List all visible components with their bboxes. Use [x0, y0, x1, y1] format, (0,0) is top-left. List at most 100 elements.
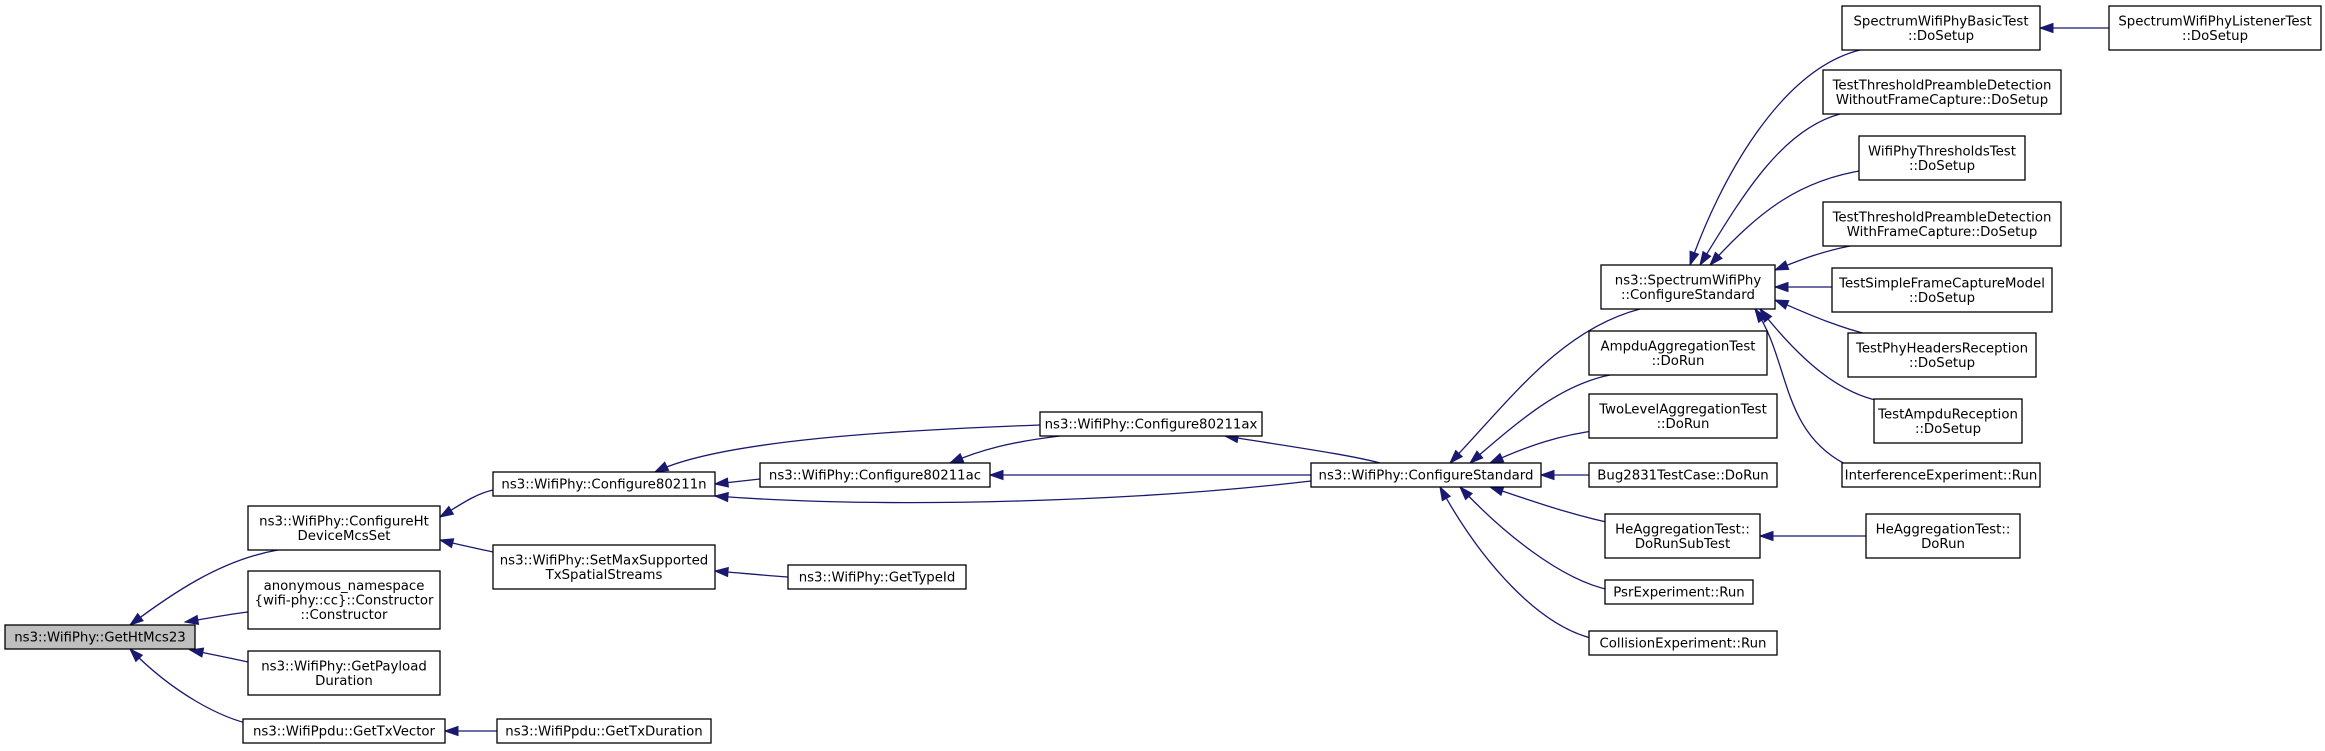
- edge-line: [1709, 169, 1866, 266]
- node-label: ::DoRun: [1657, 417, 1710, 432]
- call-graph-nodes: ns3::WifiPhy::GetHtMcs23 ns3::WifiPhy::Co…: [4, 5, 2322, 744]
- graph-node-typeid[interactable]: ns3::WifiPhy::GetTypeId: [787, 564, 967, 590]
- node-label: ns3::WifiPhy::SetMaxSupported: [500, 553, 709, 568]
- graph-node-psr[interactable]: PsrExperiment::Run: [1604, 579, 1754, 605]
- node-box: [1604, 513, 1761, 559]
- node-box: [2108, 5, 2322, 51]
- arrowhead-icon: [183, 614, 200, 626]
- node-label: DeviceMcsSet: [297, 529, 390, 544]
- node-box: [247, 570, 441, 630]
- graph-node-tphr[interactable]: TestPhyHeadersReception::DoSetup: [1847, 332, 2037, 378]
- arrowhead-icon: [438, 505, 455, 518]
- node-box: [1858, 135, 2026, 181]
- edge-line: [1754, 308, 1846, 465]
- arrowhead-icon: [1689, 250, 1700, 267]
- graph-node-ampdu[interactable]: AmpduAggregationTest::DoRun: [1588, 330, 1768, 376]
- call-edge-cstd-heagg: [1488, 486, 1621, 526]
- graph-node-root[interactable]: ns3::WifiPhy::GetHtMcs23: [4, 624, 196, 650]
- arrowhead-icon: [443, 725, 459, 737]
- call-edge-scstd-tsfc: [1773, 281, 1832, 293]
- graph-node-scstd[interactable]: ns3::SpectrumWifiPhy::ConfigureStandard: [1600, 264, 1776, 310]
- node-label: DoRunSubTest: [1635, 537, 1730, 552]
- arrowhead-icon: [713, 491, 729, 503]
- node-box: [1847, 332, 2037, 378]
- arrowhead-icon: [653, 461, 670, 473]
- node-label: WifiPhyThresholdsTest: [1868, 144, 2016, 159]
- call-edge-scstd-wthr: [1708, 169, 1866, 267]
- graph-node-ttpwo[interactable]: TestThresholdPreambleDetectionWithoutFra…: [1822, 69, 2062, 115]
- graph-node-txdur[interactable]: ns3::WifiPpdu::GetTxDuration: [496, 718, 712, 744]
- node-label: Bug2831TestCase::DoRun: [1597, 469, 1768, 484]
- graph-node-c11ax[interactable]: ns3::WifiPhy::Configure80211ax: [1039, 411, 1263, 437]
- node-box: [1841, 5, 2041, 51]
- arrowhead-icon: [1773, 299, 1790, 310]
- graph-node-c11ac[interactable]: ns3::WifiPhy::Configure80211ac: [759, 462, 991, 488]
- graph-node-c11n[interactable]: ns3::WifiPhy::Configure80211n: [492, 471, 716, 497]
- graph-node-tsfc[interactable]: TestSimpleFrameCaptureModel::DoSetup: [1831, 267, 2053, 313]
- graph-node-swbasic[interactable]: SpectrumWifiPhyBasicTest::DoSetup: [1841, 5, 2041, 51]
- node-box: [1841, 462, 2041, 488]
- node-box: [1310, 462, 1542, 488]
- graph-node-heagg[interactable]: HeAggregationTest::DoRunSubTest: [1604, 513, 1761, 559]
- graph-node-herun[interactable]: HeAggregationTest::DoRun: [1865, 513, 2021, 559]
- node-box: [1865, 513, 2021, 559]
- arrowhead-icon: [128, 647, 144, 663]
- node-label: TestSimpleFrameCaptureModel: [1838, 276, 2045, 291]
- node-label: ns3::WifiPpdu::GetTxVector: [253, 725, 436, 740]
- arrowhead-icon: [948, 452, 965, 464]
- edge-line: [1459, 486, 1611, 591]
- graph-node-anon[interactable]: anonymous_namespace{wifi-phy::cc}::Const…: [247, 570, 441, 630]
- edge-line: [1489, 486, 1621, 526]
- node-label: PsrExperiment::Run: [1613, 586, 1744, 601]
- arrowhead-icon: [1758, 530, 1774, 542]
- arrowhead-icon: [1488, 486, 1505, 497]
- node-label: TestAmpduReception: [1877, 407, 2018, 422]
- graph-node-coll[interactable]: CollisionExperiment::Run: [1588, 630, 1778, 656]
- edge-line: [1759, 308, 1886, 403]
- node-label: TwoLevelAggregationTest: [1598, 402, 1767, 417]
- arrowhead-icon: [713, 566, 729, 578]
- node-label: ns3::WifiPhy::GetHtMcs23: [14, 631, 186, 646]
- node-box: [1588, 393, 1778, 439]
- node-box: [1831, 267, 2053, 313]
- node-box: [1600, 264, 1776, 310]
- graph-node-cstd[interactable]: ns3::WifiPhy::ConfigureStandard: [1310, 462, 1542, 488]
- graph-node-setmax[interactable]: ns3::WifiPhy::SetMaxSupportedTxSpatialSt…: [492, 544, 716, 590]
- graph-node-bug[interactable]: Bug2831TestCase::DoRun: [1588, 462, 1778, 488]
- arrowhead-icon: [988, 469, 1004, 481]
- arrowhead-icon: [128, 612, 144, 626]
- call-edge-root-cfgHt: [128, 549, 279, 626]
- edge-line: [129, 549, 279, 626]
- node-label: ns3::WifiPhy::GetPayload: [261, 659, 427, 674]
- arrowhead-icon: [1754, 307, 1767, 324]
- graph-node-interf[interactable]: InterferenceExperiment::Run: [1841, 462, 2041, 488]
- node-label: SpectrumWifiPhyListenerTest: [2118, 14, 2311, 29]
- graph-node-wthr[interactable]: WifiPhyThresholdsTest::DoSetup: [1858, 135, 2026, 181]
- node-label: TestThresholdPreambleDetection: [1832, 78, 2052, 93]
- node-box: [496, 718, 712, 744]
- call-edge-c11n-cstd: [713, 480, 1312, 504]
- call-edge-cstd-coll: [1439, 485, 1601, 641]
- graph-node-swlisten[interactable]: SpectrumWifiPhyListenerTest::DoSetup: [2108, 5, 2322, 51]
- node-box: [1822, 201, 2062, 247]
- node-box: [759, 462, 991, 488]
- graph-node-ttpw[interactable]: TestThresholdPreambleDetectionWithFrameC…: [1822, 201, 2062, 247]
- arrowhead-icon: [1468, 450, 1484, 464]
- call-edge-scstd-ttpwo: [1699, 113, 1841, 267]
- node-label: InterferenceExperiment::Run: [1845, 469, 2038, 484]
- call-edge-cstd-psr: [1458, 485, 1611, 591]
- graph-node-tampr[interactable]: TestAmpduReception::DoSetup: [1873, 398, 2023, 444]
- call-edge-heagg-herun: [1758, 530, 1866, 542]
- graph-node-twolvl[interactable]: TwoLevelAggregationTest::DoRun: [1588, 393, 1778, 439]
- node-label: DoRun: [1921, 537, 1965, 552]
- call-edge-c11n-c11ax: [653, 424, 1041, 473]
- node-label: ns3::WifiPpdu::GetTxDuration: [505, 725, 702, 740]
- arrowhead-icon: [1458, 485, 1474, 501]
- call-edge-cstd-twolvl: [1488, 429, 1601, 464]
- edge-line: [949, 435, 1061, 464]
- graph-node-txvec[interactable]: ns3::WifiPpdu::GetTxVector: [242, 718, 446, 744]
- edge-line: [1449, 308, 1641, 464]
